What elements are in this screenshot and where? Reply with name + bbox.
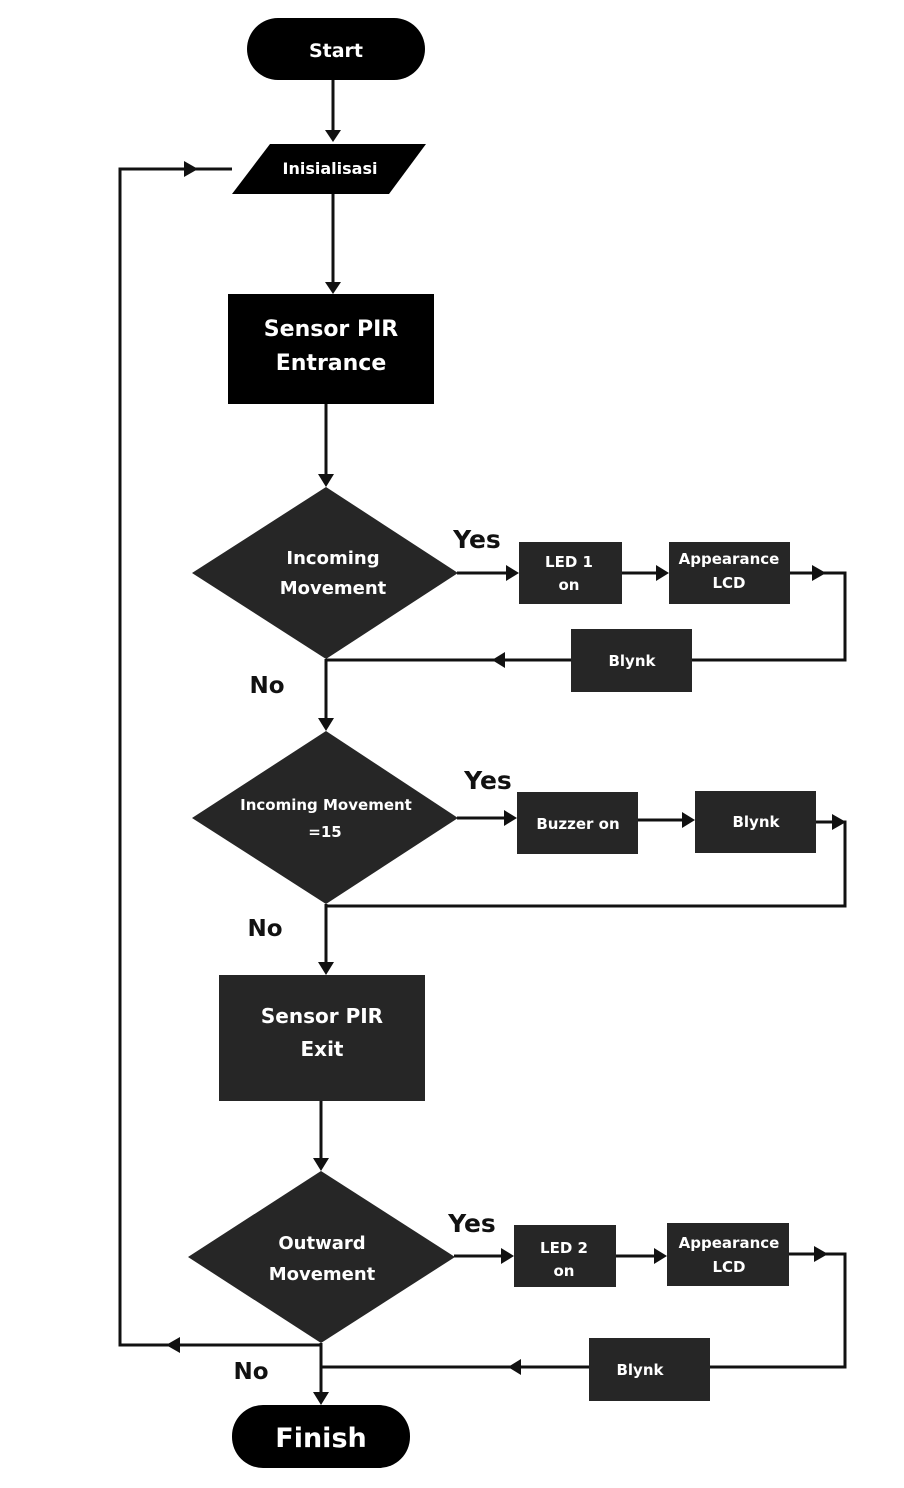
start-terminator [247,18,425,80]
arrowhead [814,1246,828,1262]
lcd1-label-line2: LCD [712,574,745,592]
arrowhead [501,1248,514,1264]
init-label: Inisialisasi [283,159,378,178]
arrowhead [325,130,341,142]
blynk3-process [589,1338,710,1401]
no-label-incoming: No [249,673,284,699]
connectors [118,80,847,1405]
arrowhead [325,282,341,294]
finish-terminator [232,1405,410,1468]
yes-label-incoming: Yes [452,525,501,554]
pir-exit-process [219,975,425,1101]
blynk1-label: Blynk [608,652,656,670]
arrowhead [504,810,517,826]
arrowhead [313,1392,329,1405]
arrowhead [654,1248,667,1264]
arrowhead [492,652,505,668]
blynk3-label: Blynk [616,1361,664,1379]
incoming-decision [192,487,458,659]
start-label: Start [309,40,363,62]
pir-exit-label-line1: Sensor PIR [261,1004,383,1028]
blynk2-process [695,791,816,853]
connector-loop-back [118,167,321,1347]
arrowhead [313,1158,329,1171]
pir-exit-label-line2: Exit [301,1037,344,1061]
buzzer-process [517,792,638,854]
connector-blynk2-loop [326,820,847,908]
arrowhead [184,161,198,177]
no-label-count: No [247,916,282,942]
arrowhead [832,814,846,830]
yes-label-outward: Yes [447,1209,496,1238]
count-decision [192,731,458,904]
led2-label-line2: on [554,1262,575,1280]
arrowhead [318,962,334,975]
led2-process [514,1225,616,1287]
lcd2-label-line1: Appearance [679,1234,780,1252]
pir-entrance-process [228,294,434,404]
count-label-line2: =15 [308,823,341,841]
arrowhead [682,812,695,828]
led1-process [519,542,622,604]
arrowhead [166,1337,180,1353]
lcd2-process [667,1223,789,1286]
outward-label-line2: Movement [269,1264,376,1285]
incoming-label-line1: Incoming [286,548,379,569]
arrowhead [318,718,334,731]
led2-label-line1: LED 2 [540,1239,588,1257]
arrowhead [318,474,334,487]
count-label-line1: Incoming Movement [240,796,412,814]
outward-label-line1: Outward [278,1233,365,1254]
lcd1-process [669,542,790,604]
finish-label: Finish [275,1423,366,1454]
pir-entrance-label-line1: Sensor PIR [264,317,398,342]
blynk2-label: Blynk [732,813,780,831]
arrowhead [812,565,826,581]
yes-label-count: Yes [463,766,512,795]
led1-label-line1: LED 1 [545,553,593,571]
init-io-shape [232,144,426,194]
pir-entrance-label-line2: Entrance [276,351,387,376]
outward-decision [188,1171,455,1343]
arrowhead [508,1359,521,1375]
lcd1-label-line1: Appearance [679,550,780,568]
lcd2-label-line2: LCD [712,1258,745,1276]
buzzer-label: Buzzer on [536,815,619,833]
arrowhead [656,565,669,581]
blynk1-process [571,629,692,692]
incoming-label-line2: Movement [280,578,387,599]
no-label-outward: No [233,1359,268,1385]
led1-label-line2: on [559,576,580,594]
arrowhead [506,565,519,581]
